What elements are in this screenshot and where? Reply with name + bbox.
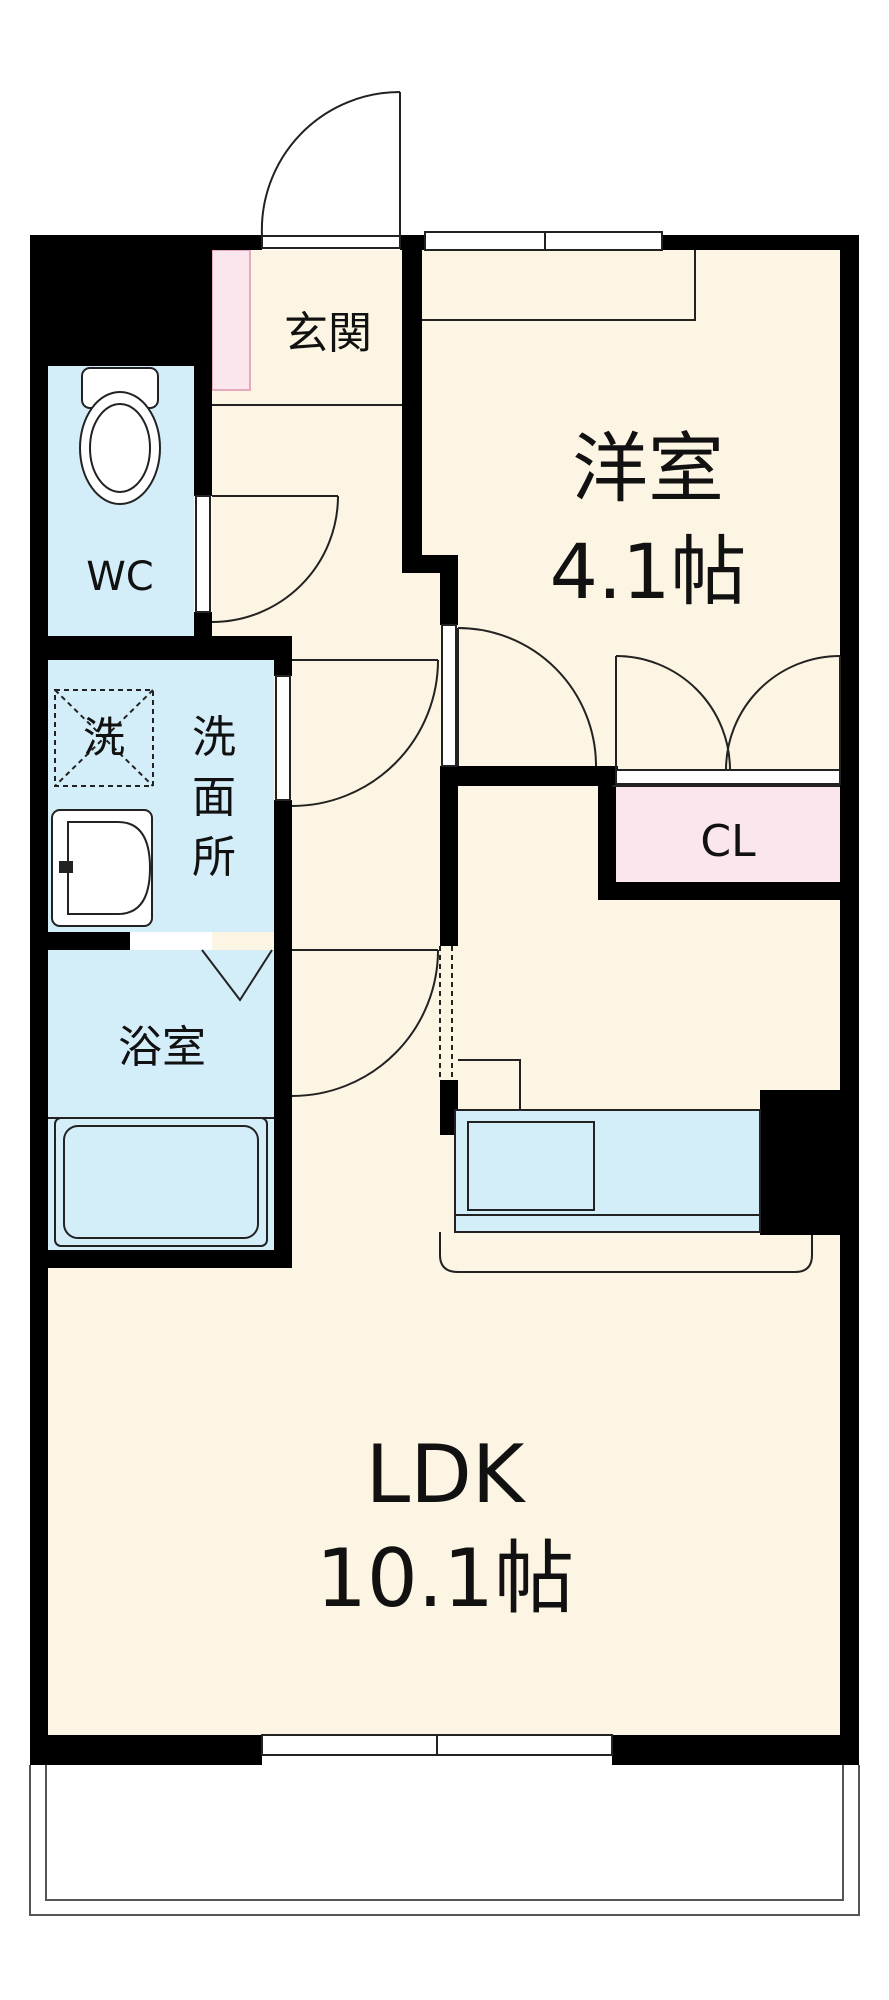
label-yoshitsu-size: 4.1帖 (550, 527, 747, 616)
wall-bath-right (274, 950, 292, 1265)
yoshitsu-floor (422, 250, 840, 772)
wall-kitchen-pillar (760, 1090, 859, 1235)
wall-wc-right (194, 366, 212, 496)
fixtures (48, 250, 841, 1273)
window-wc (195, 495, 211, 613)
front-door-arc (260, 90, 401, 237)
cl-door-right-arc (725, 655, 841, 771)
toilet (79, 367, 161, 505)
label-yoshitsu-name: 洋室 (572, 424, 724, 513)
window-genkan (261, 235, 401, 249)
bathtub-inner (63, 1125, 259, 1239)
wall-left (30, 235, 48, 1765)
yoshitsu-door-arc (457, 627, 597, 767)
wm-diag-2 (54, 689, 154, 787)
basin-faucet (59, 861, 73, 873)
wash-door-arc (291, 659, 439, 807)
ldk-floor (48, 786, 840, 1735)
cl-rail (615, 769, 841, 785)
label-cl: CL (700, 816, 756, 867)
wm-diag-1 (54, 689, 154, 787)
kitchen-sink (467, 1121, 595, 1211)
bath-door-arc (291, 949, 439, 1097)
label-sento: 洗 (83, 713, 125, 762)
kitchen-counter (454, 1109, 761, 1233)
wall-wc-bottom (30, 636, 292, 660)
wall-bath-bottom (30, 1250, 292, 1268)
balcony-inner (45, 1765, 844, 1901)
yokushitsu-floor (48, 950, 274, 1250)
wall-wash-right (274, 636, 292, 676)
window-hall-right (441, 624, 457, 767)
wall-cl-left (598, 766, 616, 900)
cl-floor (612, 786, 840, 882)
balcony-outline (29, 1765, 860, 1916)
wall-top-right (662, 235, 859, 250)
window-wash (275, 675, 291, 801)
fridge-space (458, 1059, 521, 1110)
balcony (29, 1765, 860, 1916)
label-senmenjo-1: 洗 (192, 712, 236, 763)
label-yokushitsu: 浴室 (118, 1022, 206, 1073)
window-yoshitsu (424, 231, 663, 251)
wall-bottom-right (612, 1735, 859, 1765)
wall-hall-right-mid (440, 1080, 458, 1135)
label-wc: WC (86, 554, 153, 600)
wall-nw-pillar (30, 235, 212, 366)
windows (195, 231, 663, 1756)
wall-cl-bottom (598, 882, 859, 900)
genkan-shoebox (211, 249, 251, 391)
wall-yoshitsu-bottom (440, 766, 618, 786)
washing-machine-pan (54, 689, 154, 787)
label-ldk-name: LDK (366, 1428, 527, 1521)
room-fills (48, 249, 840, 1735)
label-senmenjo-2: 面 (192, 772, 236, 823)
label-senmenjo-3: 所 (192, 832, 236, 883)
bath-door-triangle (201, 949, 273, 1002)
yoshitsu-desk-line (422, 250, 696, 321)
counter-outer (439, 1232, 813, 1273)
wall-wash-bottom (30, 932, 130, 950)
wash-basin (51, 809, 153, 927)
toilet-seat (89, 403, 151, 493)
walls (30, 235, 859, 1765)
wall-genkan-yoshitsu (402, 235, 422, 570)
room-labels: 玄関 WC 洗 洗 面 所 浴室 洋室 4.1帖 CL LDK 10.1帖 (83, 308, 756, 1625)
label-genkan: 玄関 (284, 308, 372, 359)
cl-door-left-arc (615, 655, 731, 771)
wall-wash-right-lower (274, 800, 292, 950)
doors (211, 90, 841, 1097)
wall-right (840, 235, 859, 1765)
basin-bowl (67, 821, 152, 915)
wall-yoshitsu-left (440, 555, 458, 625)
label-ldk-size: 10.1帖 (316, 1532, 574, 1625)
wall-hall-ldk-upper (440, 766, 458, 946)
wc-door-arc (211, 495, 339, 623)
wall-bottom-left (30, 1735, 262, 1765)
